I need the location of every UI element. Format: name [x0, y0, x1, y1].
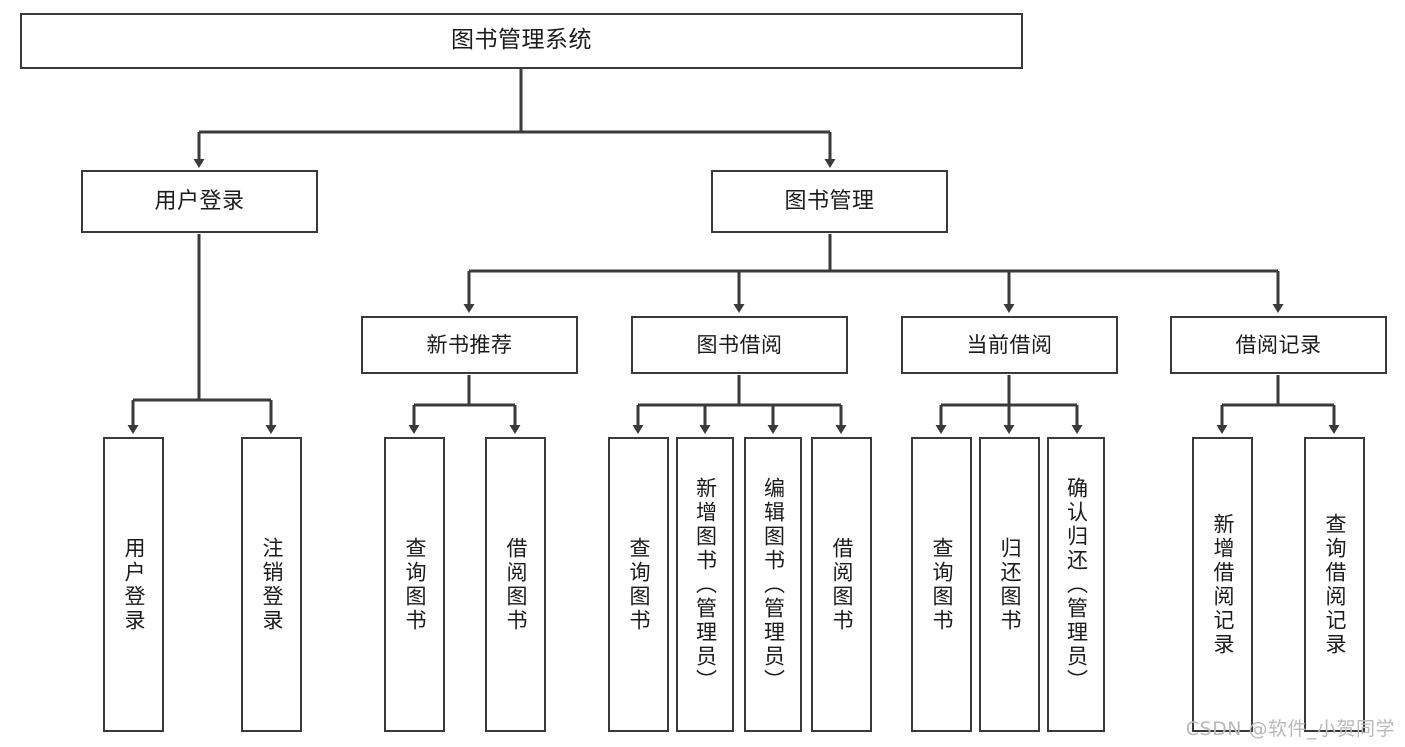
node-label: 归还图书: [998, 536, 1022, 633]
node-label: 编辑图书（管理员）: [761, 476, 786, 693]
leaf-query-borrow-record[interactable]: 查询借阅记录: [1304, 437, 1365, 732]
node-label: 借阅图书: [830, 536, 854, 633]
node-label: 用户登录: [122, 536, 146, 633]
node-root-system[interactable]: 图书管理系统: [20, 13, 1023, 69]
leaf-query-book-current[interactable]: 查询图书: [911, 437, 972, 732]
node-borrow-record[interactable]: 借阅记录: [1170, 316, 1387, 374]
node-label: 当前借阅: [966, 332, 1053, 357]
leaf-logout[interactable]: 注销登录: [241, 437, 302, 732]
leaf-query-book-recommend[interactable]: 查询图书: [384, 437, 445, 732]
node-label: 新增图书（管理员）: [693, 476, 718, 693]
leaf-borrow-book-recommend[interactable]: 借阅图书: [485, 437, 546, 732]
node-label: 新书推荐: [426, 332, 513, 357]
node-new-book-recommend[interactable]: 新书推荐: [361, 316, 578, 374]
leaf-add-borrow-record[interactable]: 新增借阅记录: [1192, 437, 1253, 732]
node-label: 查询图书: [930, 536, 954, 633]
watermark-csdn: CSDN @软件_小贺同学: [1185, 718, 1395, 740]
node-label: 借阅图书: [504, 536, 528, 633]
leaf-user-login[interactable]: 用户登录: [103, 437, 164, 732]
leaf-borrow-book[interactable]: 借阅图书: [811, 437, 872, 732]
node-book-management[interactable]: 图书管理: [711, 170, 948, 233]
node-label: 图书借阅: [696, 332, 783, 357]
node-label: 查询图书: [403, 536, 427, 633]
leaf-edit-book-admin[interactable]: 编辑图书（管理员）: [744, 437, 802, 732]
node-user-login[interactable]: 用户登录: [81, 170, 318, 233]
node-current-borrow[interactable]: 当前借阅: [901, 316, 1118, 374]
leaf-return-book[interactable]: 归还图书: [979, 437, 1040, 732]
leaf-add-book-admin[interactable]: 新增图书（管理员）: [676, 437, 734, 732]
node-book-borrow[interactable]: 图书借阅: [631, 316, 848, 374]
leaf-confirm-return-admin[interactable]: 确认归还（管理员）: [1047, 437, 1105, 732]
node-label: 确认归还（管理员）: [1064, 476, 1089, 693]
node-label: 图书管理: [784, 188, 875, 214]
node-label: 借阅记录: [1235, 332, 1322, 357]
node-label: 查询图书: [627, 536, 651, 633]
node-label: 查询借阅记录: [1323, 512, 1347, 657]
node-label: 用户登录: [154, 188, 245, 214]
node-label: 图书管理系统: [451, 27, 592, 54]
node-label: 注销登录: [260, 536, 284, 633]
node-label: 新增借阅记录: [1211, 512, 1235, 657]
leaf-query-book-borrow[interactable]: 查询图书: [608, 437, 669, 732]
